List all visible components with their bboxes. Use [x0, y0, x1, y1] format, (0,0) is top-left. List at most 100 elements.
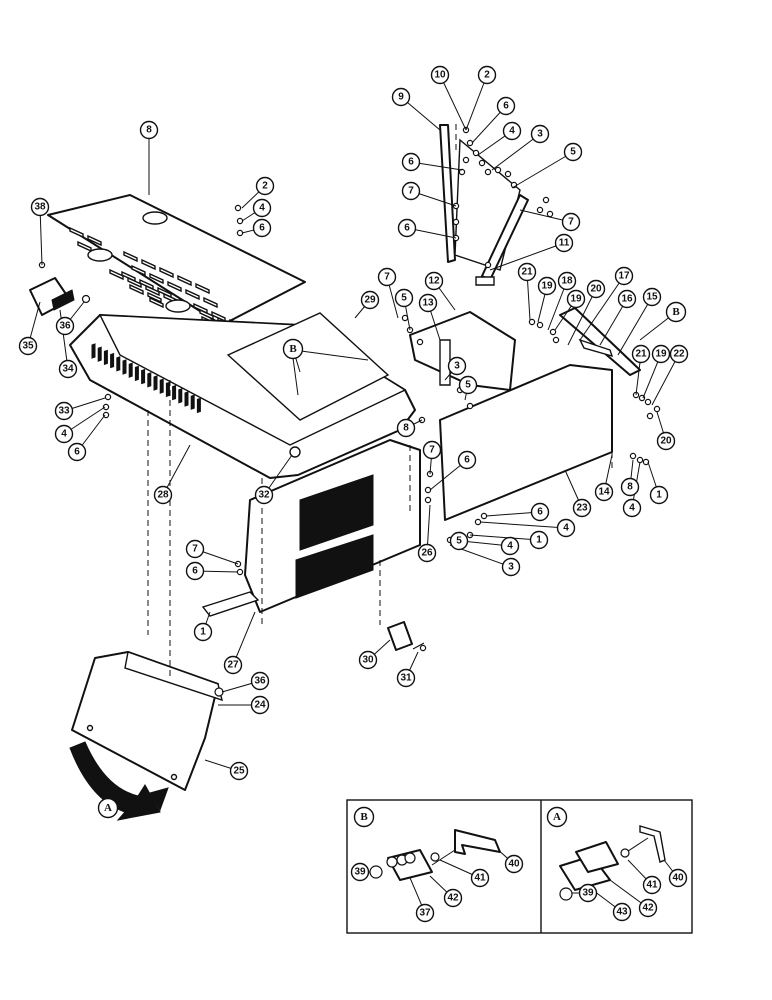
callout-label: 7: [384, 272, 390, 283]
callout-c7b: 7: [561, 212, 581, 232]
callout-c4d: 4: [622, 498, 642, 518]
callout-c37: 37: [415, 903, 435, 923]
callout-label: 38: [34, 202, 46, 213]
callout-c40a: 40: [504, 854, 524, 874]
callout-label: 21: [635, 349, 647, 360]
callout-c36b: 36: [250, 671, 270, 691]
callout-label: 12: [428, 276, 440, 287]
callout-c7d: 7: [422, 440, 442, 460]
callout-label: 28: [157, 490, 169, 501]
callout-label: 43: [616, 907, 628, 918]
callout-c8b: 8: [396, 418, 416, 438]
letter-bubble-a_arrow: A: [97, 797, 119, 819]
letter-label: A: [553, 811, 561, 823]
callout-c5c: 5: [458, 375, 478, 395]
callout-c1a: 1: [649, 485, 669, 505]
callout-c8top: 8: [139, 120, 159, 140]
letter-bubble-b_hood: B: [282, 338, 304, 360]
callout-label: 20: [660, 436, 672, 447]
callout-label: 14: [598, 487, 610, 498]
callout-label: 19: [570, 294, 582, 305]
callout-label: 22: [673, 349, 685, 360]
hood-side-vents: [91, 343, 201, 414]
center-bracket: [409, 311, 516, 391]
callout-label: 5: [465, 380, 471, 391]
callout-c40b: 40: [668, 868, 688, 888]
callout-label: 30: [362, 655, 374, 666]
callout-label: 5: [570, 147, 576, 158]
callout-label: 1: [536, 535, 542, 546]
callout-label: 8: [146, 125, 152, 136]
callout-c11: 11: [554, 233, 574, 253]
callout-label: 11: [559, 238, 570, 249]
callout-label: 7: [192, 544, 198, 555]
front-cover: [71, 651, 224, 791]
callout-label: 4: [507, 541, 513, 552]
left-side-panel: [201, 439, 421, 617]
callout-c35: 35: [18, 336, 38, 356]
callout-label: 36: [254, 676, 266, 687]
callout-label: 19: [655, 349, 667, 360]
callout-c5b: 5: [394, 288, 414, 308]
callout-label: 8: [627, 482, 633, 493]
callout-label: 33: [58, 406, 70, 417]
callout-c31: 31: [396, 668, 416, 688]
callout-label: 42: [642, 903, 654, 914]
callout-c34: 34: [58, 359, 78, 379]
callout-c27: 27: [223, 655, 243, 675]
callout-c36a: 36: [55, 316, 75, 336]
detail-inset: [346, 799, 693, 934]
callout-c7c: 7: [377, 267, 397, 287]
right-side-panel: [439, 364, 613, 521]
callout-label: 6: [192, 566, 198, 577]
callout-label: 6: [74, 447, 80, 458]
callout-label: 1: [200, 627, 206, 638]
callout-c2a: 2: [477, 65, 497, 85]
callout-c28: 28: [153, 485, 173, 505]
callout-label: 42: [447, 893, 459, 904]
callout-label: 34: [62, 364, 74, 375]
callout-label: 6: [537, 507, 543, 518]
callout-c1b: 1: [529, 530, 549, 550]
callout-label: 4: [629, 503, 635, 514]
callout-c6h: 6: [185, 561, 205, 581]
callout-c13: 13: [418, 293, 438, 313]
callout-c3b: 3: [447, 356, 467, 376]
callout-label: 2: [484, 70, 490, 81]
callout-c1c: 1: [193, 622, 213, 642]
callout-label: 9: [398, 92, 404, 103]
callout-label: 7: [408, 186, 414, 197]
callout-label: 31: [400, 673, 412, 684]
callout-c19a: 19: [537, 276, 557, 296]
callout-c32: 32: [254, 485, 274, 505]
callout-label: 3: [508, 562, 514, 573]
callout-c6b: 6: [401, 152, 421, 172]
small-plate: [387, 621, 425, 651]
callout-c19c: 19: [651, 344, 671, 364]
callout-label: 41: [474, 873, 486, 884]
callout-c42a: 42: [443, 888, 463, 908]
callout-label: 3: [537, 129, 543, 140]
callout-label: 8: [403, 423, 409, 434]
callout-label: 35: [22, 341, 34, 352]
callout-c6d: 6: [252, 218, 272, 238]
callout-c39b: 39: [578, 883, 598, 903]
callout-c4c: 4: [54, 424, 74, 444]
callout-c2b: 2: [255, 176, 275, 196]
callout-c6f: 6: [457, 450, 477, 470]
callout-label: 40: [508, 859, 520, 870]
callout-label: 17: [618, 271, 630, 282]
callout-label: 10: [434, 70, 446, 81]
callout-c15: 15: [642, 287, 662, 307]
callout-c24: 24: [250, 695, 270, 715]
callout-c6a: 6: [496, 96, 516, 116]
callout-c39a: 39: [350, 862, 370, 882]
hood-assembly: [69, 312, 416, 479]
callout-c4e: 4: [556, 518, 576, 538]
callout-label: 32: [258, 490, 270, 501]
callout-c17: 17: [614, 266, 634, 286]
callout-c18: 18: [557, 271, 577, 291]
callout-c20a: 20: [586, 279, 606, 299]
callout-c33: 33: [54, 401, 74, 421]
callout-c21b: 21: [631, 344, 651, 364]
